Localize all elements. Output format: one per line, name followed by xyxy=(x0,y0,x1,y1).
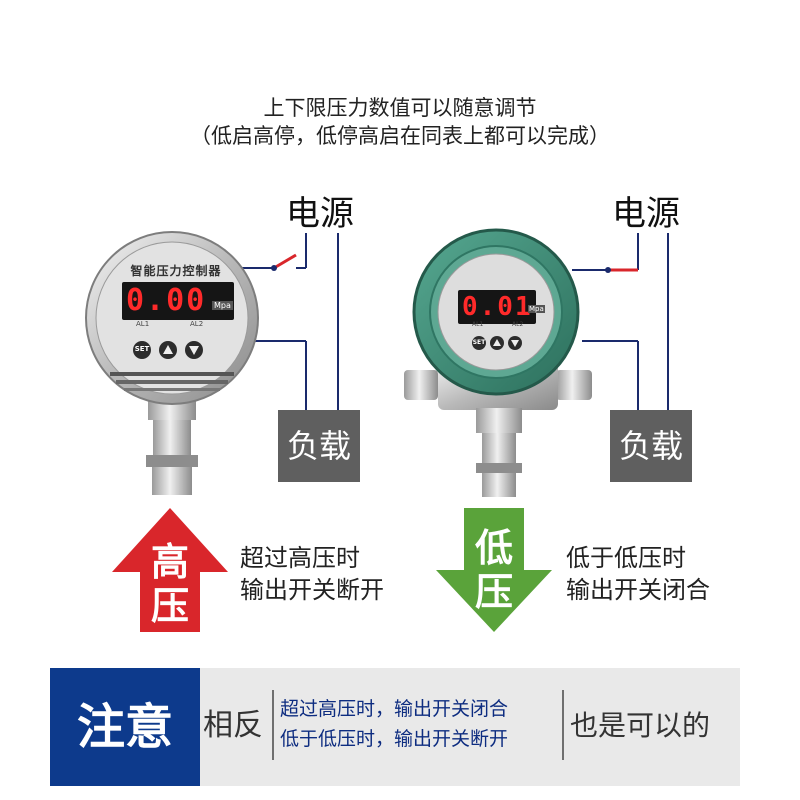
right-device-set-button: SET xyxy=(472,339,486,346)
opposite-label: 相反 xyxy=(203,708,263,743)
right-pressure-controller xyxy=(404,228,592,497)
left-device-display: 0.00 xyxy=(126,283,207,318)
alternative-line-1: 超过高压时，输出开关闭合 xyxy=(280,698,509,720)
low-pressure-arrow xyxy=(436,508,552,632)
header-line-1: 上下限压力数值可以随意调节 xyxy=(263,96,537,120)
high-pressure-arrow xyxy=(112,508,228,632)
left-power-label: 电源 xyxy=(286,194,354,234)
left-device-al2: AL2 xyxy=(190,320,204,328)
alternative-mode: 超过高压时，输出开关闭合 低于低压时，输出开关断开 xyxy=(280,694,508,754)
low-pressure-arrow-text-1: 低 xyxy=(474,526,513,570)
high-pressure-desc-line-1: 超过高压时 xyxy=(240,544,360,572)
high-pressure-desc-line-2: 输出开关断开 xyxy=(240,576,384,604)
right-device-display: 0.01 xyxy=(462,292,533,322)
header-line-2: （低启高停，低停高启在同表上都可以完成） xyxy=(190,124,610,148)
right-device-al1: AL1 xyxy=(472,321,484,328)
right-device-unit: Mpa xyxy=(528,305,545,313)
left-device-unit: Mpa xyxy=(212,301,233,310)
left-device-al1: AL1 xyxy=(136,320,150,328)
left-pressure-controller xyxy=(85,231,259,495)
low-pressure-desc-line-2: 输出开关闭合 xyxy=(566,576,710,604)
high-pressure-arrow-text-1: 高 xyxy=(150,540,189,584)
low-pressure-desc-line-1: 低于低压时 xyxy=(566,544,686,572)
high-pressure-arrow-text-2: 压 xyxy=(150,584,189,628)
right-device-al2: AL2 xyxy=(512,321,524,328)
right-wiring xyxy=(572,233,669,410)
right-power-label: 电源 xyxy=(612,194,680,234)
also-ok-label: 也是可以的 xyxy=(570,709,711,742)
left-load-box: 负载 xyxy=(278,410,360,482)
low-pressure-arrow-text-2: 压 xyxy=(474,570,513,614)
left-wiring xyxy=(240,233,339,410)
bracket-right xyxy=(562,690,564,760)
high-pressure-description: 超过高压时 输出开关断开 xyxy=(240,542,384,606)
low-pressure-description: 低于低压时 输出开关闭合 xyxy=(566,542,710,606)
note-label: 注意 xyxy=(50,668,200,786)
right-load-box: 负载 xyxy=(610,410,692,482)
left-device-set-button: SET xyxy=(134,345,150,353)
left-device-brand: 智能压力控制器 xyxy=(130,264,222,278)
bracket-left xyxy=(272,690,274,760)
alternative-line-2: 低于低压时，输出开关断开 xyxy=(280,728,509,750)
